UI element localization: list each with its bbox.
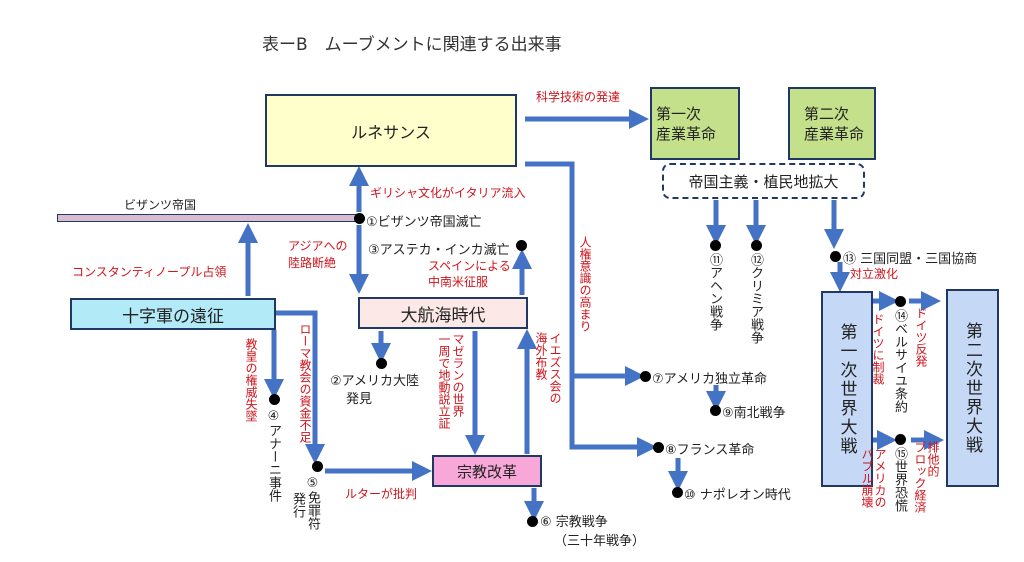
cause-jesuits: イエズス会の海外布教: [534, 332, 562, 404]
ww1-label: 第一次世界大戦: [836, 322, 857, 456]
event-dot-1: [354, 213, 365, 224]
event-civil-war: ⑨南北戦争: [722, 406, 786, 421]
cause-spain-conquest: スペインによる中南米征服: [428, 259, 511, 289]
event-religious-war: ⑥ 宗教戦争（三十年戦争）: [540, 515, 646, 549]
event-dot-3: [516, 240, 527, 251]
renaissance-label: ルネサンス: [351, 122, 431, 142]
cause-papal-authority: 教皇の権威失墜: [244, 338, 258, 422]
arrow-rome-funds: [276, 310, 325, 464]
reformation-label: 宗教改革: [456, 462, 517, 481]
event-opium-war: ⑪アヘン戦争: [707, 253, 722, 331]
event-dot-13: [830, 251, 841, 262]
event-byzantine-fall: ①ビザンツ帝国滅亡: [366, 215, 482, 230]
event-dot-14: [895, 296, 906, 307]
event-dot-5: [312, 461, 323, 472]
event-dot-10: [672, 487, 683, 498]
industrial-revolution-2-label: 第二次産業革命: [804, 104, 865, 143]
cause-backlash: ドイツ反発: [914, 307, 928, 367]
page-title: 表ーB ムーブメントに関連する出来事: [262, 35, 562, 55]
event-dot-2: [376, 358, 387, 369]
renaissance-box: ルネサンス: [265, 94, 517, 167]
event-dot-9: [710, 405, 721, 416]
ww1-box: 第一次世界大戦: [821, 291, 873, 487]
cause-conflict: 対立激化: [850, 267, 899, 281]
cause-science: 科学技術の発達: [536, 90, 621, 104]
industrial-revolution-1-box: 第一次産業革命: [650, 87, 740, 160]
event-dot-12: [751, 240, 762, 251]
cause-sanctions: ドイツに制裁: [871, 313, 885, 385]
byzantine-timeline-bar: [57, 214, 361, 222]
cause-bloc-economy: 排他的ブロック経済: [913, 441, 940, 513]
event-dot-11: [710, 240, 721, 251]
event-napoleon: ⑩ ナポレオン時代: [684, 488, 791, 503]
event-america-discovery: ②アメリカ大陸発見: [330, 374, 420, 407]
imperialism-box: 帝国主義・植民地拡大: [662, 163, 865, 199]
age-of-discovery-box: 大航海時代: [358, 297, 528, 329]
event-dot-4: [269, 394, 280, 405]
cause-luther: ルターが批判: [345, 487, 418, 501]
cause-magellan: マゼランの世界一周で地動説立証: [437, 333, 465, 429]
cause-asia-route: アジアへの陸路断絶: [288, 239, 348, 270]
event-versailles: ⑭ベルサイユ条約: [892, 309, 907, 413]
cause-greek-culture: ギリシャ文化がイタリア流入: [370, 186, 526, 200]
event-dot-8: [653, 442, 664, 453]
cause-constantinople: コンスタンティノープル占領: [72, 265, 227, 279]
reformation-box: 宗教改革: [432, 455, 542, 487]
event-american-revolution: ⑦アメリカ独立革命: [652, 372, 768, 387]
event-anagni: ④アナーニ事件: [266, 409, 281, 502]
event-french-revolution: ⑧フランス革命: [665, 443, 755, 458]
cause-bubble: アメリカのバブル崩壊: [860, 448, 887, 508]
event-dot-15: [895, 434, 906, 445]
event-dot-6: [527, 516, 538, 527]
event-dot-7: [640, 371, 651, 382]
imperialism-label: 帝国主義・植民地拡大: [688, 172, 839, 191]
crusades-box: 十字軍の遠征: [70, 298, 276, 330]
event-crimean-war: ⑫クリミア戦争: [748, 253, 763, 344]
ww2-label: 第二次世界大戦: [962, 321, 982, 455]
cause-rome-funds: ローマ教会の資金不足: [298, 323, 312, 443]
age-of-discovery-label: 大航海時代: [400, 305, 486, 326]
event-great-depression: ⑮世界恐慌: [892, 447, 907, 512]
byzantine-label: ビザンツ帝国: [124, 198, 197, 212]
event-indulgence: ⑤免罪符発行: [290, 476, 320, 530]
cause-human-rights: 人権意識の高まり: [578, 236, 592, 332]
crusades-label: 十字軍の遠征: [122, 306, 224, 327]
industrial-revolution-2-box: 第二次産業革命: [788, 87, 876, 160]
event-aztec-inca-fall: ③アステカ・インカ滅亡: [368, 243, 510, 258]
event-alliances: ⑬ 三国同盟・三国協商: [843, 252, 978, 267]
industrial-revolution-1-label: 第一次産業革命: [656, 104, 717, 143]
ww2-box: 第二次世界大戦: [946, 289, 999, 487]
